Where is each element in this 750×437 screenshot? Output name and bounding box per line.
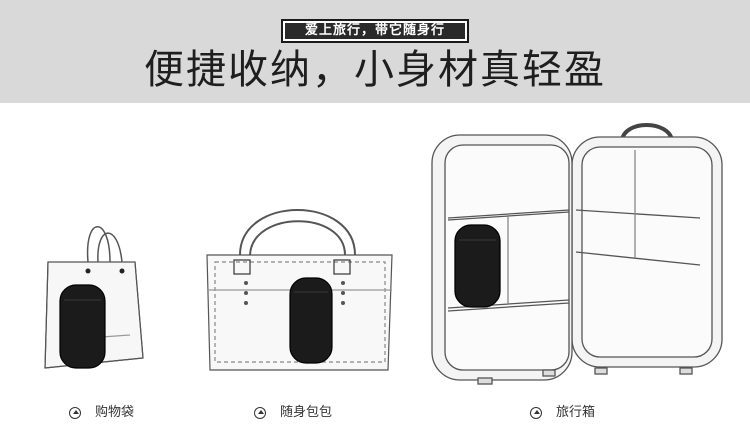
- slogan-tag: 爱上旅行，带它随身行: [281, 19, 469, 43]
- up-arrow-circle-icon: [69, 407, 81, 419]
- caption-shopping-bag: 购物袋: [69, 404, 134, 422]
- suitcase-illustration: [431, 123, 723, 385]
- usage-illustrations: [44, 123, 723, 385]
- shopping-bag-illustration: [44, 226, 144, 369]
- slogan-tag-text: 爱上旅行，带它随身行: [285, 23, 465, 39]
- top-banner: 爱上旅行，带它随身行 便捷收纳，小身材真轻盈: [0, 0, 750, 103]
- caption-label: 旅行箱: [556, 405, 596, 420]
- caption-label: 购物袋: [95, 405, 135, 420]
- up-arrow-circle-icon: [530, 407, 542, 419]
- up-arrow-circle-icon: [254, 407, 266, 419]
- caption-suitcase: 旅行箱: [530, 404, 595, 422]
- caption-label: 随身包包: [280, 405, 333, 420]
- handbag-illustration: [206, 209, 393, 371]
- headline: 便捷收纳，小身材真轻盈: [144, 47, 606, 93]
- caption-handbag: 随身包包: [254, 404, 332, 422]
